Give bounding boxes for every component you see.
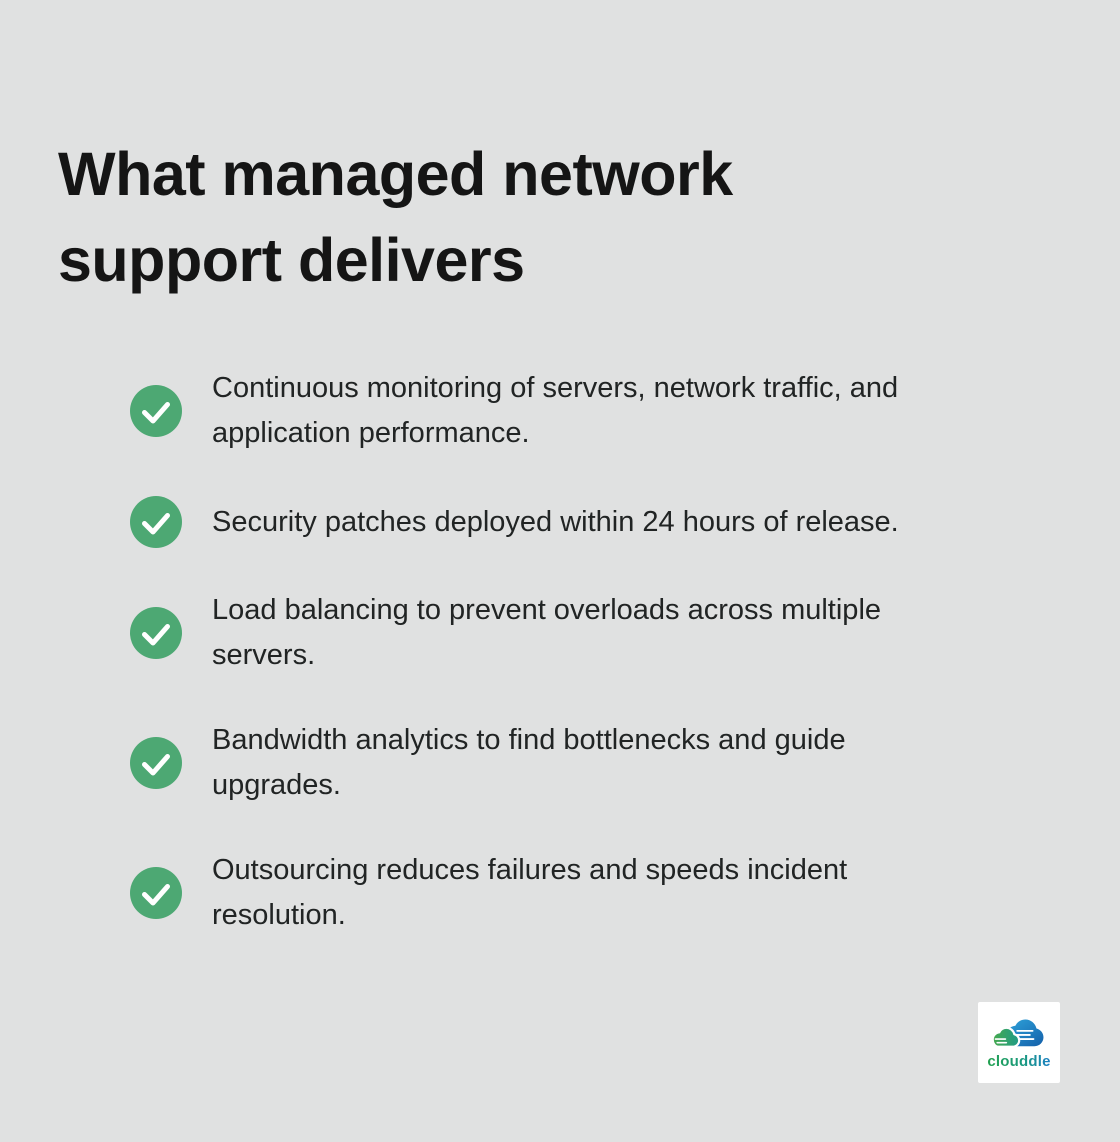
checklist-item-text: Outsourcing reduces failures and speeds … [212,848,847,938]
checklist-item-line: resolution. [212,899,346,931]
checklist-item-line: Load balancing to prevent overloads acro… [212,594,882,626]
check-circle-icon [130,737,182,789]
checklist-item: Outsourcing reduces failures and speeds … [130,848,1050,938]
checklist-item-line: application performance. [212,417,530,449]
checklist-item-line: Outsourcing reduces failures and speeds … [212,854,848,886]
checklist-item-text: Security patches deployed within 24 hour… [212,500,899,545]
logo-wordmark: clouddle [987,1052,1051,1070]
page-title-line-2: support delivers [58,225,525,294]
page-title-line-1: What managed network [58,139,733,208]
checklist-item-line: Bandwidth analytics to find bottlenecks … [212,724,846,756]
check-circle-icon [130,607,182,659]
checklist-item-line: servers. [212,639,316,671]
checklist-item-line: Continuous monitoring of servers, networ… [212,372,899,404]
checklist-item-line: upgrades. [212,769,341,801]
cloud-logo-icon [991,1019,1044,1048]
checklist-item: Bandwidth analytics to find bottlenecks … [130,718,1050,808]
clouddle-logo: clouddle [978,1002,1060,1083]
checklist-item: Security patches deployed within 24 hour… [130,496,1050,548]
check-circle-icon [130,385,182,437]
checklist: Continuous monitoring of servers, networ… [130,366,1050,938]
checklist-item-text: Continuous monitoring of servers, networ… [212,366,898,456]
check-circle-icon [130,867,182,919]
checklist-item: Continuous monitoring of servers, networ… [130,366,1050,456]
checklist-item-text: Load balancing to prevent overloads acro… [212,588,881,678]
checklist-item-line: Security patches deployed within 24 hour… [212,505,899,538]
checklist-item: Load balancing to prevent overloads acro… [130,588,1050,678]
check-circle-icon [130,496,182,548]
checklist-item-text: Bandwidth analytics to find bottlenecks … [212,718,846,808]
page-title: What managed network support delivers [58,131,733,303]
